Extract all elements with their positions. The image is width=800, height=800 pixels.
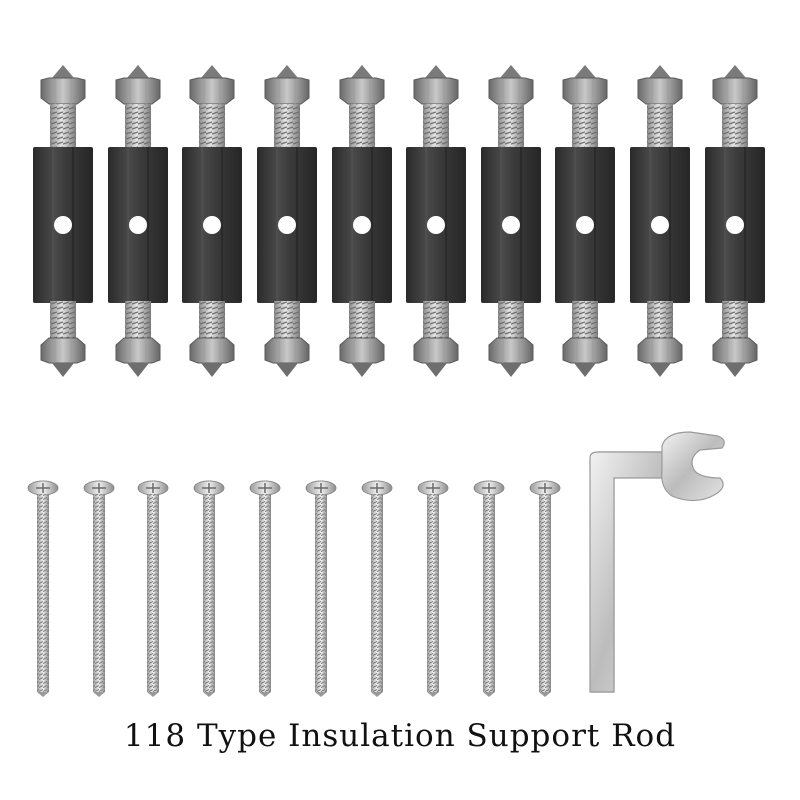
support-rod-10 — [704, 64, 766, 378]
support-rod-4 — [256, 64, 318, 378]
screw-2 — [83, 480, 115, 698]
support-rod-6 — [405, 64, 467, 378]
screw-4 — [193, 480, 225, 698]
screw-8 — [417, 480, 449, 698]
support-rod-5 — [331, 64, 393, 378]
wrench — [589, 431, 725, 693]
screw-6 — [305, 480, 337, 698]
product-caption: 118 Type Insulation Support Rod — [123, 718, 677, 754]
screw-row — [27, 480, 561, 698]
support-rod-8 — [554, 64, 616, 378]
support-rod-3 — [181, 64, 243, 378]
support-rod-row — [32, 64, 766, 378]
support-rod-9 — [629, 64, 691, 378]
screw-7 — [361, 480, 393, 698]
support-rod-1 — [32, 64, 94, 378]
screw-5 — [249, 480, 281, 698]
screw-1 — [27, 480, 59, 698]
support-rod-7 — [480, 64, 542, 378]
support-rod-2 — [107, 64, 169, 378]
screw-10 — [529, 480, 561, 698]
screw-9 — [473, 480, 505, 698]
screw-3 — [137, 480, 169, 698]
